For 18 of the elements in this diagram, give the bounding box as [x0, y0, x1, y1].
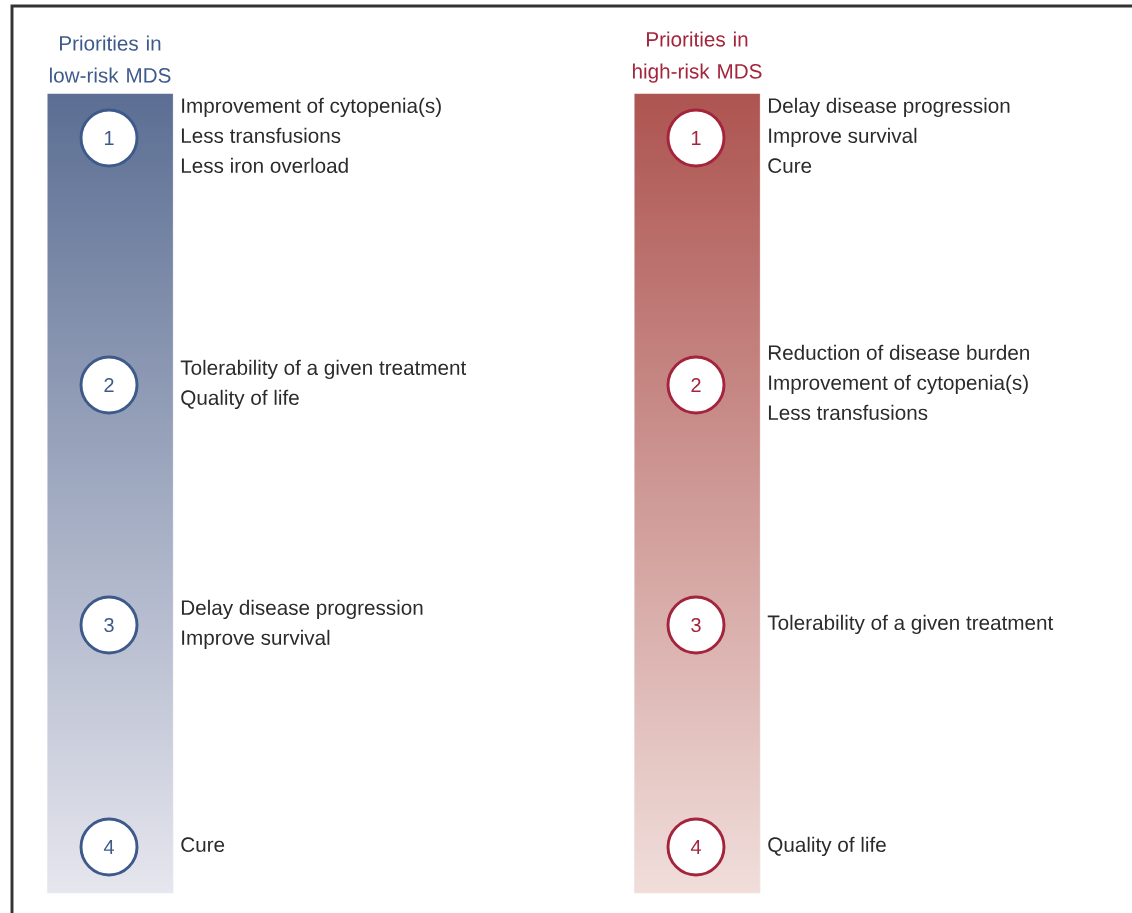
- priority-text: Delay disease progression: [768, 97, 1010, 118]
- column-heading: Priorities in low-risk MDS: [50, 35, 171, 83]
- priority-text: Reduction of disease burden: [768, 344, 1029, 360]
- priority-text: Less transfusions: [181, 127, 341, 143]
- priority-text: Quality of life: [768, 836, 886, 857]
- priority-text: Improve survival: [769, 127, 917, 148]
- priority-text: Quality of life: [181, 389, 299, 410]
- priority-text: Improvement of cytopenia(s): [182, 97, 441, 118]
- priority-text: Less iron overload: [181, 157, 348, 173]
- priority-text: Improvement of cytopenia(s): [769, 374, 1028, 395]
- priority-text: Tolerability of a given treatment: [180, 359, 467, 380]
- priority-text: Less transfusions: [768, 404, 928, 420]
- priority-text: Cure: [181, 837, 225, 852]
- priority-text: Cure: [768, 158, 812, 173]
- priority-text: Improve survival: [182, 629, 330, 650]
- column-heading: Priorities in high-risk MDS: [633, 31, 762, 83]
- priority-text: Delay disease progression: [181, 599, 423, 620]
- priority-text: Tolerability of a given treatment: [767, 614, 1054, 635]
